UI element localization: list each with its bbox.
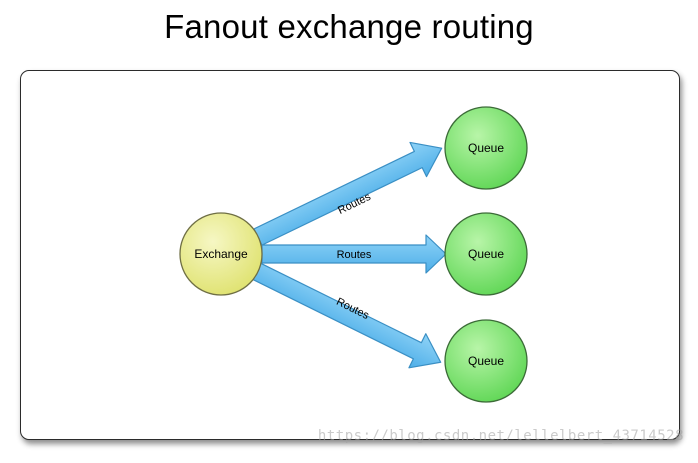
exchange-label: Exchange xyxy=(194,247,248,261)
route-arrow-middle xyxy=(261,234,447,274)
diagram-title: Fanout exchange routing xyxy=(164,8,534,45)
watermark-text: https://blog.csdn.net/lellelbert_4371452… xyxy=(317,428,684,444)
queue-label-bottom: Queue xyxy=(468,354,504,368)
route-arrow-bottom xyxy=(251,262,442,369)
queue-node-middle: Queue xyxy=(444,212,528,296)
queue-node-bottom: Queue xyxy=(444,319,528,403)
route-arrow-top xyxy=(253,141,443,246)
queue-label-middle: Queue xyxy=(468,247,504,261)
queue-node-top: Queue xyxy=(444,106,528,190)
exchange-node: Exchange xyxy=(179,212,263,296)
queue-label-top: Queue xyxy=(468,141,504,155)
route-label-middle: Routes xyxy=(337,249,372,261)
